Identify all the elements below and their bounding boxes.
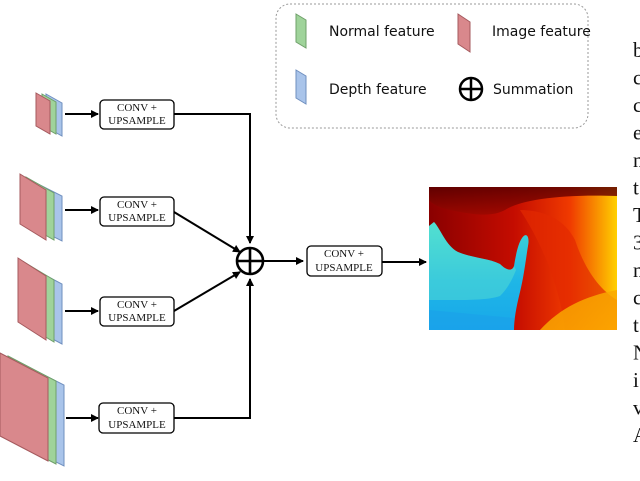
legend-depth-label: Depth feature xyxy=(329,82,427,98)
side-text-letter: i xyxy=(633,368,639,392)
legend-normal-label: Normal feature xyxy=(329,24,435,40)
conv-block-1: CONV + UPSAMPLE xyxy=(99,99,175,130)
side-text-letter: n xyxy=(633,258,640,282)
conv-block-4-line1: CONV + xyxy=(117,405,157,417)
side-text-letter: t xyxy=(633,313,639,337)
legend-box xyxy=(275,3,589,129)
conv-block-3-line1: CONV + xyxy=(117,299,157,311)
input-arrows xyxy=(65,110,99,422)
feature-stack-1 xyxy=(35,92,63,137)
image-feature-icon xyxy=(457,13,471,53)
side-text-letter: c xyxy=(633,286,640,310)
feature-stack-4 xyxy=(0,352,65,467)
side-text-letter: t xyxy=(633,176,639,200)
legend-image-label: Image feature xyxy=(492,24,591,40)
depth-map-output xyxy=(429,187,617,330)
side-text-letter: b xyxy=(633,38,640,62)
side-text-letter: c xyxy=(633,66,640,90)
side-text-letter: c xyxy=(633,93,640,117)
conv-block-4: CONV + UPSAMPLE xyxy=(98,402,175,434)
feature-stack-3 xyxy=(17,257,63,345)
conv-block-3: CONV + UPSAMPLE xyxy=(99,296,175,327)
conv-block-2-line1: CONV + xyxy=(117,199,157,211)
summation-node xyxy=(235,246,265,276)
final-conv-block: CONV + UPSAMPLE xyxy=(306,245,383,277)
legend-sum-label: Summation xyxy=(493,82,573,98)
side-text-letter: v xyxy=(633,396,640,420)
conv-block-4-line2: UPSAMPLE xyxy=(108,419,166,431)
conv-block-3-line2: UPSAMPLE xyxy=(108,312,166,324)
final-conv-line2: UPSAMPLE xyxy=(315,262,373,274)
side-text-letter: e xyxy=(633,121,640,145)
conv-block-2: CONV + UPSAMPLE xyxy=(99,196,175,227)
side-text-letter: n xyxy=(633,148,640,172)
side-text-letter: N xyxy=(633,341,640,365)
conv-block-1-line1: CONV + xyxy=(117,102,157,114)
side-text-letter: 3 xyxy=(633,231,640,255)
summation-icon xyxy=(458,76,484,102)
side-text-column: bccentT3nctNivA xyxy=(633,38,640,447)
merge-connectors xyxy=(173,113,427,419)
final-conv-line1: CONV + xyxy=(324,248,364,260)
side-text-letter: A xyxy=(633,423,640,447)
depth-feature-icon xyxy=(295,69,307,105)
feature-stack-2 xyxy=(19,173,63,242)
side-text-letter: T xyxy=(633,203,640,227)
legend: Normal feature Image feature Depth featu… xyxy=(275,3,591,129)
normal-feature-icon xyxy=(295,13,307,49)
conv-block-1-line2: UPSAMPLE xyxy=(108,115,166,127)
conv-block-2-line2: UPSAMPLE xyxy=(108,212,166,224)
